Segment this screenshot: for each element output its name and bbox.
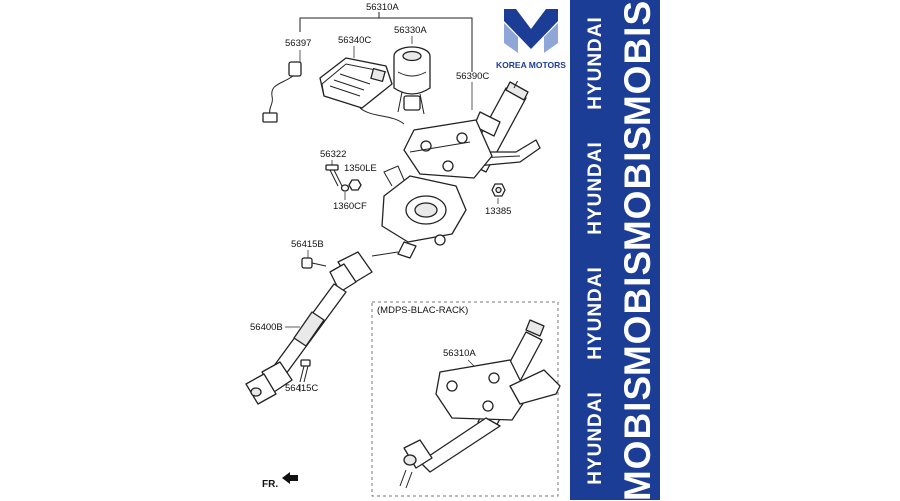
ecu-module-56340C: [319, 57, 405, 125]
label-56340C: 56340C: [338, 35, 371, 46]
brand-watermark-3: HYUNDAI MOBIS: [570, 249, 660, 376]
label-56310A-top: 56310A: [366, 2, 399, 13]
label-1360CF: 1360CF: [333, 201, 367, 212]
brand-watermark-band: HYUNDAI MOBIS HYUNDAI MOBIS HYUNDAI MOBI…: [570, 0, 660, 501]
bolt-56415C: [299, 359, 311, 383]
nut-1350LE: [348, 179, 362, 191]
washer-1360CF: [340, 184, 350, 192]
brand-word-mobis: MOBIS: [617, 249, 658, 376]
brand-watermark-1: HYUNDAI MOBIS: [570, 0, 660, 126]
brand-word-hyundai: HYUNDAI: [585, 390, 606, 485]
brand-word-mobis: MOBIS: [617, 124, 658, 251]
column-mounting-bracket: [403, 119, 493, 179]
brand-word-hyundai: HYUNDAI: [585, 140, 606, 235]
logo-caption: KOREA MOTORS: [496, 60, 566, 70]
label-56330A: 56330A: [394, 25, 427, 36]
brand-watermark-2: HYUNDAI MOBIS: [570, 124, 660, 251]
front-marker-label: FR.: [262, 479, 278, 490]
label-56390C: 56390C: [456, 71, 489, 82]
assembly-bracket-56310A: [299, 17, 473, 72]
label-56310A-inset: 56310A: [443, 348, 476, 359]
gear-housing: [381, 165, 467, 259]
label-56400B: 56400B: [250, 322, 283, 333]
label-13385: 13385: [485, 206, 511, 217]
brand-word-mobis: MOBIS: [617, 0, 658, 126]
motor-56330A: [393, 46, 431, 115]
bolt-56415B: [301, 257, 327, 269]
inset-frame: [371, 301, 559, 497]
label-56397: 56397: [285, 38, 311, 49]
torque-sensor-56397: [262, 61, 302, 123]
brand-watermark-4: HYUNDAI MOBIS: [570, 374, 660, 501]
label-1350LE: 1350LE: [344, 163, 377, 174]
brand-word-hyundai: HYUNDAI: [585, 15, 606, 110]
inset-column-assembly: [399, 319, 561, 489]
korea-motors-logo: KOREA MOTORS: [494, 3, 568, 81]
upper-universal-joint: [329, 251, 399, 293]
label-56415C: 56415C: [285, 383, 318, 394]
label-56322: 56322: [320, 149, 346, 160]
brand-word-hyundai: HYUNDAI: [585, 265, 606, 360]
brand-word-mobis: MOBIS: [617, 374, 658, 501]
bolt-56322: [325, 164, 343, 187]
inset-title: (MDPS-BLAC-RACK): [377, 305, 468, 316]
km-logo-icon: [504, 9, 558, 53]
lower-universal-joint: [245, 361, 293, 405]
front-direction-arrow: [282, 472, 298, 484]
label-56415B: 56415B: [291, 239, 324, 250]
nut-13385-bore: [495, 186, 502, 194]
